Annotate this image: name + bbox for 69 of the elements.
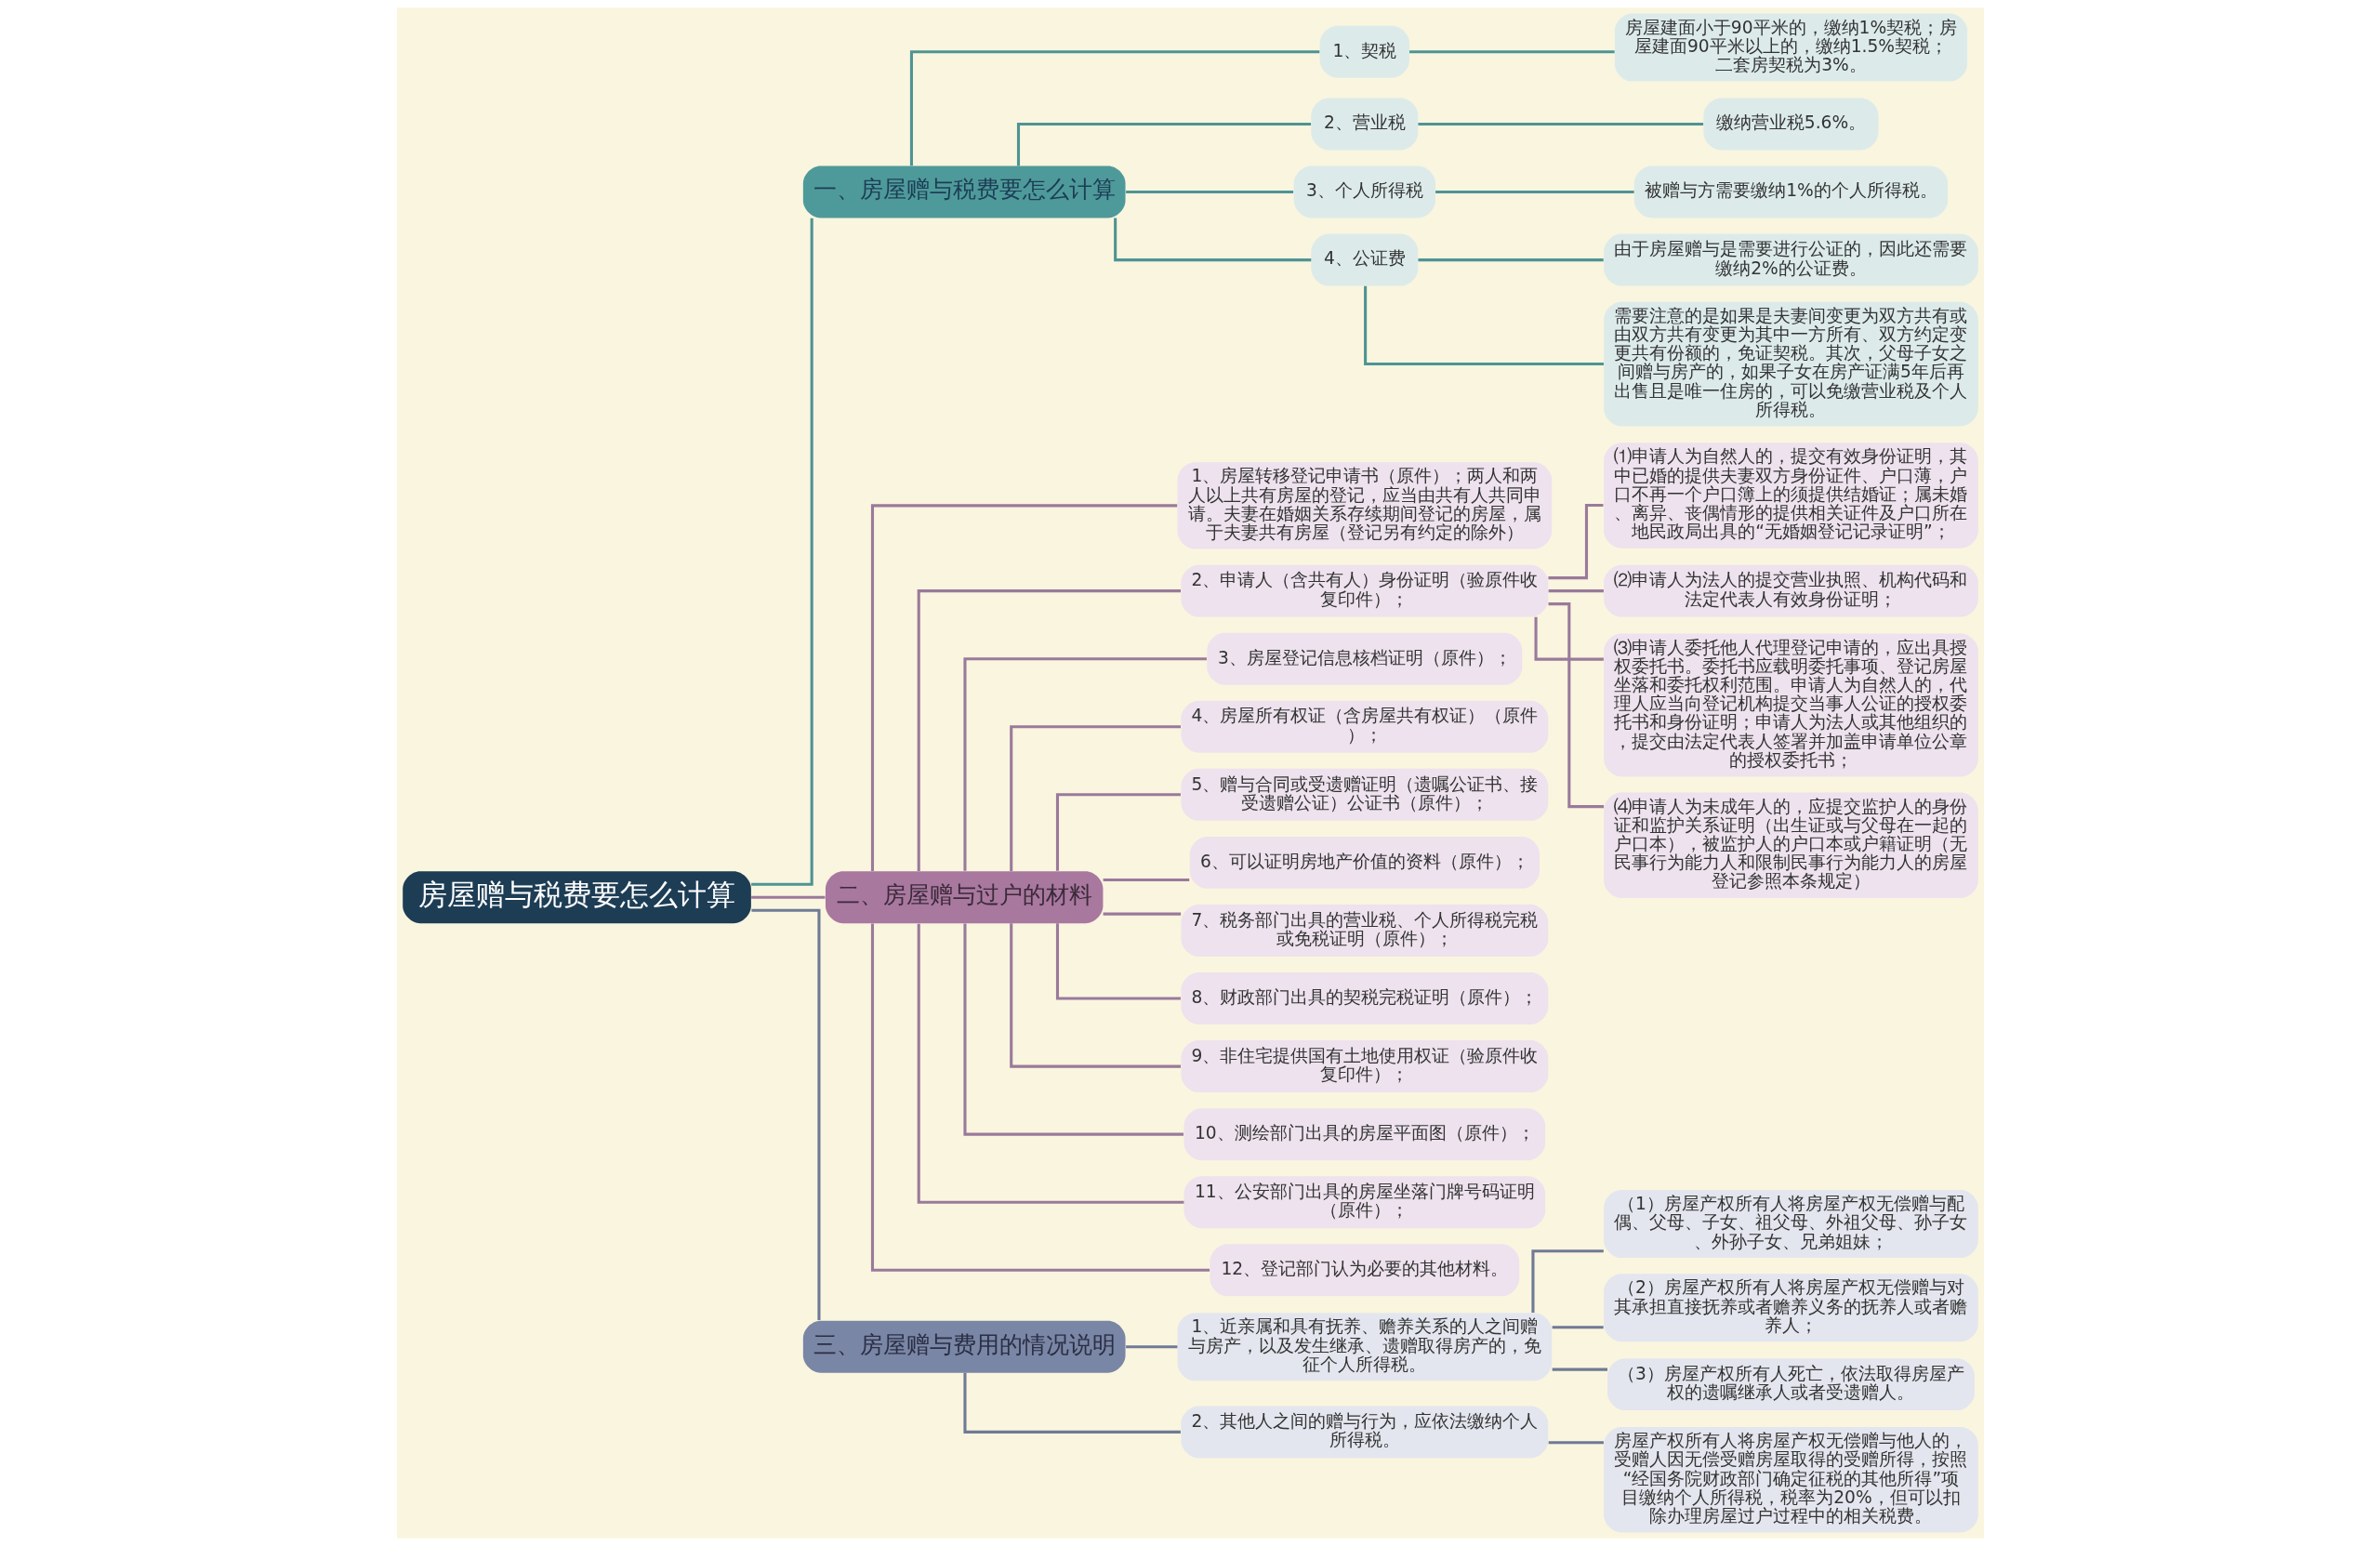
node-box: 10、测绘部门出具的房屋平面图（原件）；	[1183, 1108, 1545, 1161]
node-box: 房屋产权所有人将房屋产权无偿赠与他人的，受赠人因无偿受赠房屋取得的受赠所得，按照“经国务院财政部门确定征税的其他所得”项目缴纳个人所得税，税率为20%，但可以扣除办理房屋过户过程中的相关税费。	[1603, 1427, 1978, 1533]
node-box: 缴纳营业税5.6%。	[1702, 98, 1878, 151]
node-box: 4、公证费	[1310, 233, 1418, 286]
node-box: （1）房屋产权所有人将房屋产权无偿赠与配偶、父母、子女、祖父母、外祖父母、孙子女、外孙子女、兄弟姐妹；	[1603, 1190, 1978, 1259]
node-box: 8、财政部门出具的契税完税证明（原件）；	[1180, 972, 1548, 1024]
node-box: （3）房屋产权所有人死亡，依法取得房屋产权的遗嘱继承人或者受遗赠人。	[1606, 1358, 1975, 1411]
connector	[1548, 1441, 1604, 1445]
node-box: 二、房屋赠与过户的材料	[825, 871, 1103, 924]
node-box: 11、公安部门出具的房屋坐落门牌号码证明（原件）；	[1183, 1176, 1545, 1229]
connector	[750, 895, 825, 899]
connector	[1055, 923, 1181, 1000]
connector	[1055, 793, 1181, 871]
node-box: 2、其他人之间的赠与行为，应依法缴纳个人所得税。	[1180, 1406, 1548, 1459]
node-box: 3、房屋登记信息核档证明（原件）；	[1206, 632, 1522, 685]
connector	[750, 908, 820, 1321]
connector	[1552, 1326, 1604, 1329]
node-box: 一、房屋赠与税费要怎么计算	[802, 165, 1126, 218]
node-box: 12、登记部门认为必要的其他材料。	[1210, 1244, 1519, 1297]
connector	[1548, 589, 1604, 593]
connector	[962, 1372, 1181, 1434]
node-box: 9、非住宅提供国有土地使用权证（验原件收复印件）；	[1180, 1040, 1548, 1093]
node-box: 1、契税	[1319, 25, 1409, 78]
connector	[1534, 616, 1604, 661]
node-box: 需要注意的是如果是夫妻间变更为双方共有或由双方共有变更为其中一方所有、双方约定变更共有份额的，免证契税。其次，父母子女之间赠与房产的，如果子女在房产证满5年后再出售且是唯一住房的，可以免缴营业税及个人所得税。	[1603, 301, 1978, 427]
node-box: 2、营业税	[1310, 98, 1418, 151]
node-box: ⑶申请人委托他人代理登记申请的，应出具授权委托书。委托书应载明委托事项、登记房屋坐落和委托权利范围。申请人为自然人的，代理人应当向登记机构提交当事人公证的授权委托书和身份证明；申请人为法人或其他组织的，提交由法定代表人签署并加盖申请单位公章的授权委托书；	[1603, 633, 1978, 777]
node-box: 6、可以证明房地产价值的资料（原件）；	[1189, 836, 1540, 889]
connector	[1009, 923, 1181, 1068]
connector	[1103, 912, 1181, 916]
connector	[870, 504, 1177, 871]
connector	[1435, 190, 1634, 194]
connector	[1125, 1345, 1177, 1349]
connector	[1417, 258, 1604, 262]
connector	[917, 923, 1183, 1204]
connector	[1103, 879, 1189, 882]
connector	[1016, 122, 1311, 166]
node-box: 7、税务部门出具的营业税、个人所得税完税或免税证明（原件）；	[1180, 904, 1548, 957]
connector	[1009, 725, 1181, 871]
node-box: 房屋建面小于90平米的，缴纳1%契税；房屋建面90平米以上的，缴纳1.5%契税；二套房契税为3%。	[1614, 13, 1967, 82]
node-box: 3、个人所得税	[1293, 165, 1435, 218]
node-box: 5、赠与合同或受遗赠证明（遗嘱公证书、接受遗赠公证）公证书（原件）；	[1180, 768, 1548, 821]
node-box: 2、申请人（含共有人）身份证明（验原件收复印件）；	[1180, 564, 1548, 617]
node-box: ⑵申请人为法人的提交营业执照、机构代码和法定代表人有效身份证明；	[1603, 564, 1978, 617]
node-box: （2）房屋产权所有人将房屋产权无偿赠与对其承担直接抚养或者赡养义务的抚养人或者赡养人；	[1603, 1274, 1978, 1342]
connector	[870, 923, 1210, 1272]
node-box: 被赠与方需要缴纳1%的个人所得税。	[1633, 165, 1948, 218]
node-box: 三、房屋赠与费用的情况说明	[802, 1320, 1126, 1373]
node-box: 1、房屋转移登记申请书（原件）；两人和两人以上共有房屋的登记，应当由共有人共同申请。夫妻在婚姻关系存续期间登记的房屋，属于夫妻共有房屋（登记另有约定的除外）	[1177, 462, 1552, 549]
node-box: 1、近亲属和具有抚养、赡养关系的人之间赠与房产，以及发生继承、遗赠取得房产的，免征个人所得税。	[1177, 1313, 1552, 1381]
connector	[1417, 122, 1703, 126]
node-box: 由于房屋赠与是需要进行公证的，因此还需要缴纳2%的公证费。	[1603, 233, 1978, 286]
connector	[1113, 218, 1311, 262]
connector	[1125, 190, 1293, 194]
connector	[962, 657, 1207, 871]
connector	[1408, 50, 1615, 54]
connector	[1552, 1368, 1607, 1371]
connector	[962, 923, 1183, 1136]
node-box: 4、房屋所有权证（含房屋共有权证）（原件）；	[1180, 700, 1548, 753]
connector	[1363, 285, 1604, 366]
node-box: 房屋赠与税费要怎么计算	[402, 871, 751, 924]
node-box: ⑷申请人为未成年人的，应提交监护人的身份证和监护关系证明（出生证或与父母在一起的户口本），被监护人的户口本或户籍证明（无民事行为能力人和限制民事行为能力人的房屋登记参照本条规定）	[1603, 792, 1978, 898]
connector	[1548, 602, 1604, 809]
connector	[1547, 503, 1603, 580]
node-box: ⑴申请人为自然人的，提交有效身份证明，其中已婚的提供夫妻双方身份证件、户口薄，户口不再一个户口簿上的须提供结婚证；属未婚、离异、丧偶情形的提供相关证件及户口所在地民政局出具的“无婚姻登记记录证明”；	[1603, 443, 1978, 548]
connector	[1530, 1249, 1604, 1314]
connector	[909, 50, 1319, 166]
connector	[750, 218, 813, 886]
connector	[917, 589, 1181, 872]
